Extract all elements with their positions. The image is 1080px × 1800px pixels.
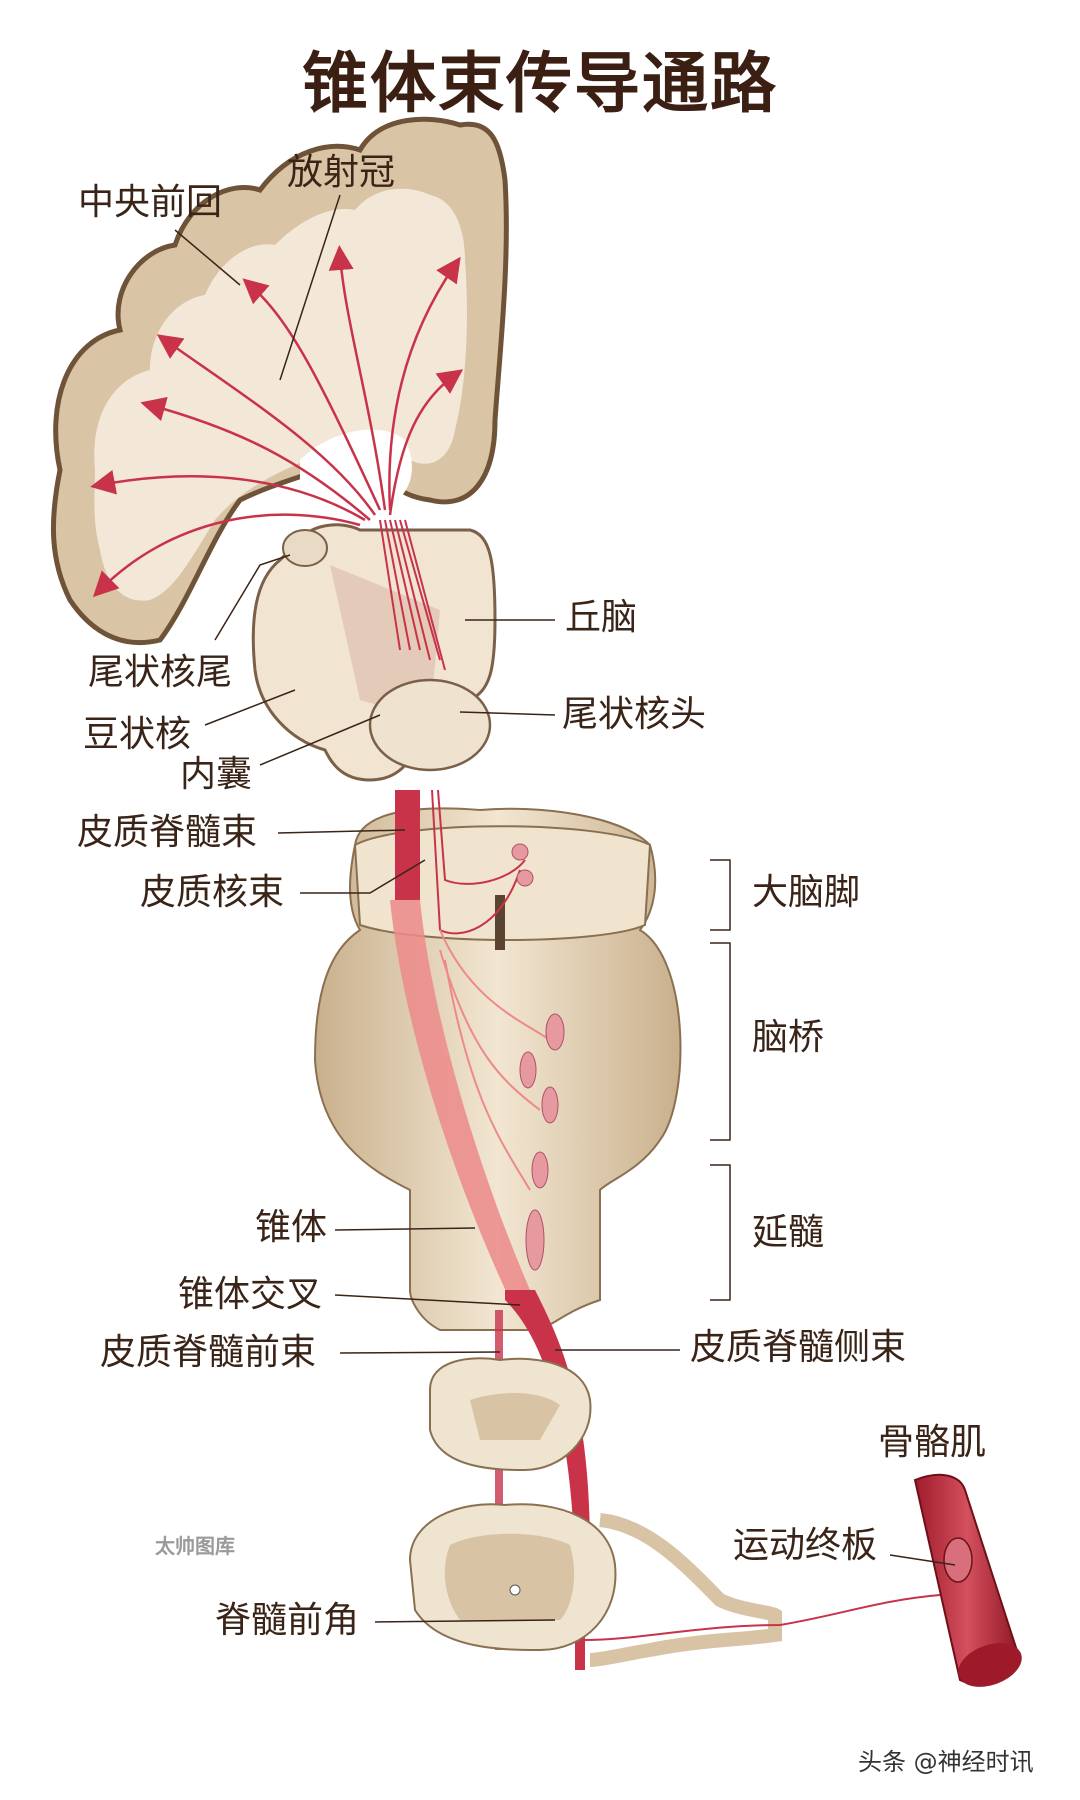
corona-radiata-fibers [90, 245, 464, 598]
watermark: 太帅图库 [155, 1534, 235, 1558]
label-thalamus: 丘脑 [565, 597, 638, 638]
cranial-nerve-nuclei [511, 843, 565, 1271]
label-pyramidal-decussation: 锥体交叉 [178, 1274, 323, 1315]
label-skeletal-muscle: 骨骼肌 [878, 1422, 987, 1463]
region-pons: 脑桥 [752, 1017, 825, 1058]
cerebral-cortex [50, 116, 509, 646]
label-anterior-corticospinal-tract: 皮质脊髓前束 [100, 1332, 317, 1373]
label-corona-radiata: 放射冠 [287, 152, 396, 193]
label-caudate-tail: 尾状核尾 [88, 652, 233, 693]
spinal-cord-upper-section [429, 1357, 592, 1472]
label-lateral-corticospinal-tract: 皮质脊髓侧束 [690, 1327, 907, 1368]
label-anterior-horn: 脊髓前角 [215, 1600, 360, 1641]
basal-ganglia [251, 523, 497, 782]
skeletal-muscle [913, 1473, 1022, 1687]
label-precentral-gyrus: 中央前回 [78, 182, 223, 223]
label-caudate-head: 尾状核头 [562, 694, 707, 735]
internal-capsule-fibers [379, 519, 446, 671]
region-medulla: 延髓 [752, 1212, 825, 1253]
label-corticospinal-tract: 皮质脊髓束 [77, 812, 258, 853]
source-credit: 头条 @神经时讯 [858, 1748, 1034, 1776]
page-title: 锥体束传导通路 [302, 45, 778, 122]
label-corticonuclear-tract: 皮质核束 [140, 872, 285, 913]
corticonuclear-tract [431, 789, 551, 1191]
spinal-cord-lower-section [408, 1503, 617, 1652]
label-lentiform-nucleus: 豆状核 [83, 714, 192, 755]
label-pyramid: 锥体 [255, 1207, 328, 1248]
leader-lines [174, 194, 956, 1623]
region-cerebral-peduncle: 大脑脚 [752, 872, 861, 913]
label-motor-end-plate: 运动终板 [733, 1525, 878, 1566]
label-internal-capsule: 内囊 [180, 754, 253, 795]
spinal-nerve [584, 1513, 941, 1667]
